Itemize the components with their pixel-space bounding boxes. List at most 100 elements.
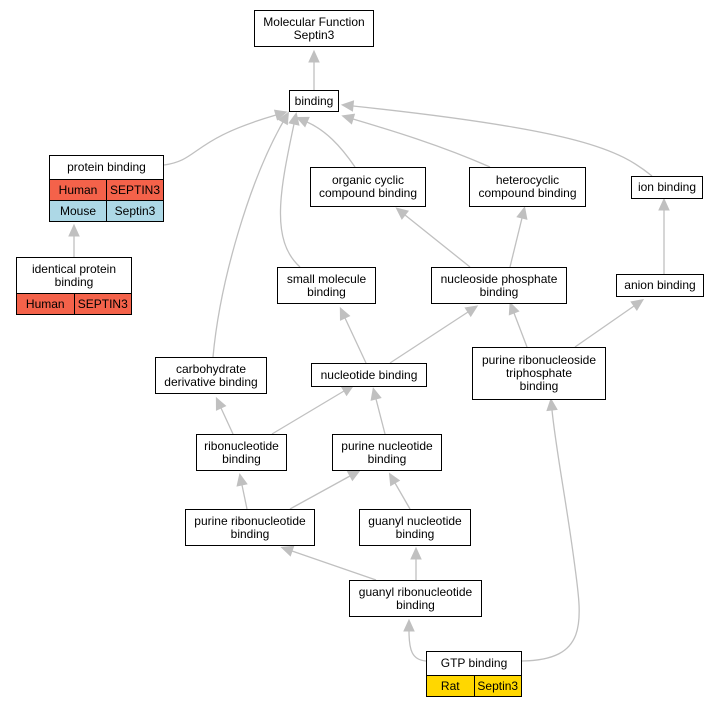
edge-guanylribo-to-purribo (291, 550, 377, 581)
edge-arrowhead (516, 206, 528, 220)
organism-cell: Mouse (59, 203, 97, 218)
go-term-node-ion[interactable]: ion binding (631, 176, 703, 199)
edge-arrowhead (395, 207, 409, 220)
node-label-line: binding (294, 93, 334, 108)
gene-cell: Septin3 (106, 201, 163, 221)
species-row-human: Human SEPTIN3 (50, 179, 163, 200)
edge-purine-to-nucleotide (375, 398, 386, 435)
edge-arrowhead (340, 100, 355, 112)
node-label: anion binding (617, 275, 703, 296)
node-label-line: binding (222, 451, 261, 466)
edge-guanyl-to-purine (394, 482, 411, 510)
gene-cell: Septin3 (473, 676, 522, 696)
node-label-line: small molecule (286, 271, 367, 286)
edge-arrowhead (410, 546, 422, 560)
edge-arrowhead (236, 473, 248, 487)
node-label-line: organic cyclic (331, 173, 405, 187)
edge-purribo-to-purine (289, 475, 351, 510)
node-label-line: ribonucleotide (204, 438, 279, 453)
edge-gtp-to-prtp (521, 409, 580, 662)
node-label-line: binding (307, 284, 346, 299)
go-term-node-anion[interactable]: anion binding (616, 274, 704, 297)
edge-ribo-to-nucleotide (271, 390, 345, 435)
node-label-line: ion binding (637, 180, 697, 194)
edge-nsp-to-organic (404, 214, 471, 268)
edge-arrowhead (215, 396, 227, 411)
edge-ion-to-binding (352, 105, 653, 177)
node-label-line: Molecular Function (263, 14, 365, 29)
edge-arrowhead (277, 111, 290, 126)
edge-arrowhead (339, 306, 351, 321)
edge-arrowhead (508, 301, 520, 316)
edge-nsp-to-hetero (509, 217, 523, 268)
node-label-line: purine ribonucleoside (481, 353, 597, 367)
node-label: ion binding (632, 177, 702, 198)
gene-cell: SEPTIN3 (106, 180, 163, 200)
node-label-line: identical protein (31, 261, 117, 276)
node-label: binding (290, 91, 338, 111)
edge-arrowhead (273, 109, 288, 121)
node-label-line: binding (519, 379, 559, 393)
node-label-line: purine ribonucleotide (194, 513, 306, 528)
node-label-line: triphosphate (505, 366, 573, 380)
edge-small-to-binding (279, 123, 301, 268)
edge-prtp-to-nsp (513, 312, 528, 348)
edge-arrowhead (308, 49, 320, 63)
node-label-line: guanyl nucleotide (368, 513, 462, 528)
node-label-line: purine nucleotide (341, 438, 433, 453)
organism-cell: Rat (440, 678, 460, 693)
edge-arrowhead (68, 223, 80, 237)
edge-prtp-to-anion (574, 305, 635, 348)
node-label-line: derivative binding (164, 374, 258, 389)
node-label-line: binding (230, 526, 270, 541)
node-label-line: heterocyclic (495, 173, 560, 187)
node-label-line: compound binding (318, 186, 418, 200)
node-label-line: binding (395, 526, 435, 541)
go-term-node-binding[interactable]: binding (289, 90, 339, 112)
edge-organic-to-binding (306, 121, 356, 168)
node-label-line: nucleotide binding (320, 367, 418, 382)
edge-nucleotide-to-nsp (389, 311, 469, 364)
node-label-line: carbohydrate (175, 361, 247, 376)
edge-arrowhead (295, 116, 310, 128)
organism-cell: Human (58, 182, 98, 197)
gene-cell: SEPTIN3 (73, 294, 132, 314)
node-label-line: anion binding (624, 278, 696, 292)
species-row-mouse: Mouse Septin3 (50, 200, 163, 221)
node-label: nucleotide binding (312, 364, 426, 386)
species-row-rat: Rat Septin3 (427, 675, 521, 696)
node-label-line: binding (54, 274, 94, 289)
edge-arrowhead (464, 305, 479, 318)
go-term-node-nucleotide[interactable]: nucleotide binding (311, 363, 427, 387)
node-label: GTP binding (427, 652, 521, 675)
node-label-line: binding (479, 284, 519, 299)
node-label-line: binding (367, 451, 407, 466)
node-label-line: GTP binding (440, 656, 508, 670)
